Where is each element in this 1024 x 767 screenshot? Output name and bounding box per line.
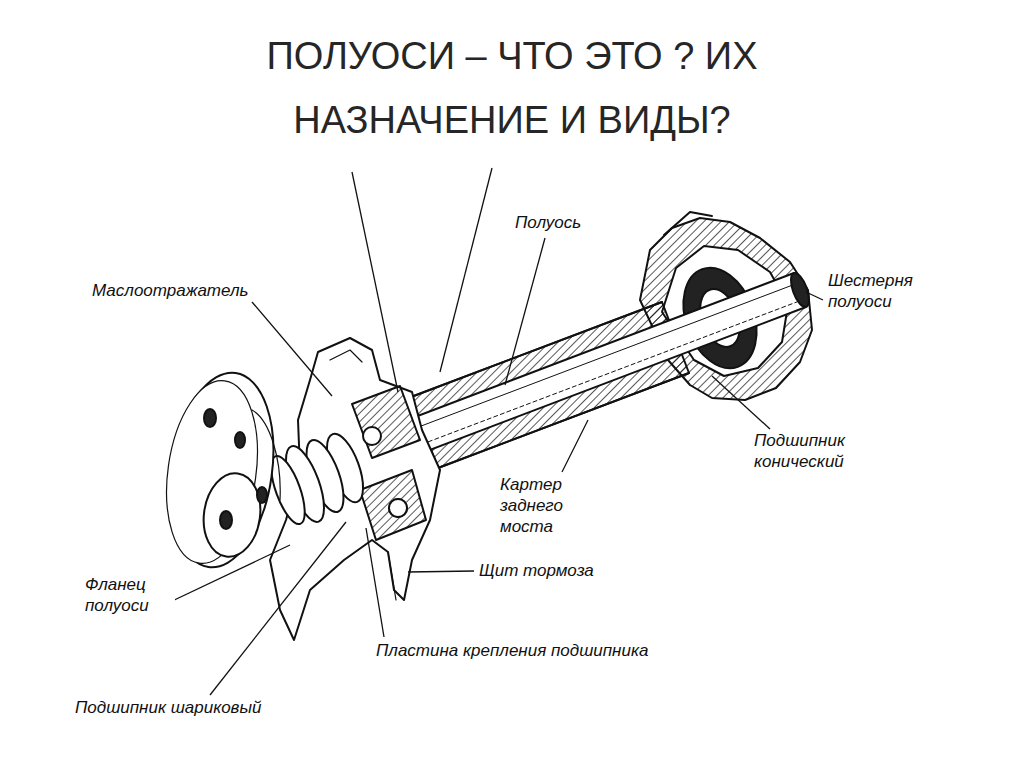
part-label: Шестерня полуоси — [826, 270, 926, 312]
part-label: Полуось — [513, 212, 583, 233]
part-label: Фланец полуоси — [83, 574, 175, 616]
part-label: Маслоотражатель — [90, 280, 250, 301]
slide-title: ПОЛУОСИ – ЧТО ЭТО ? ИХ НАЗНАЧЕНИЕ И ВИДЫ… — [232, 24, 792, 152]
part-label: Щит тормоза — [477, 560, 596, 581]
leader-lines — [168, 168, 823, 695]
part-label: Картер заднего моста — [498, 474, 618, 537]
part-label: Подшипник конический — [752, 430, 868, 472]
part-label: Подшипник шариковый — [73, 697, 263, 718]
part-label: Пластина крепления подшипника — [374, 640, 650, 661]
